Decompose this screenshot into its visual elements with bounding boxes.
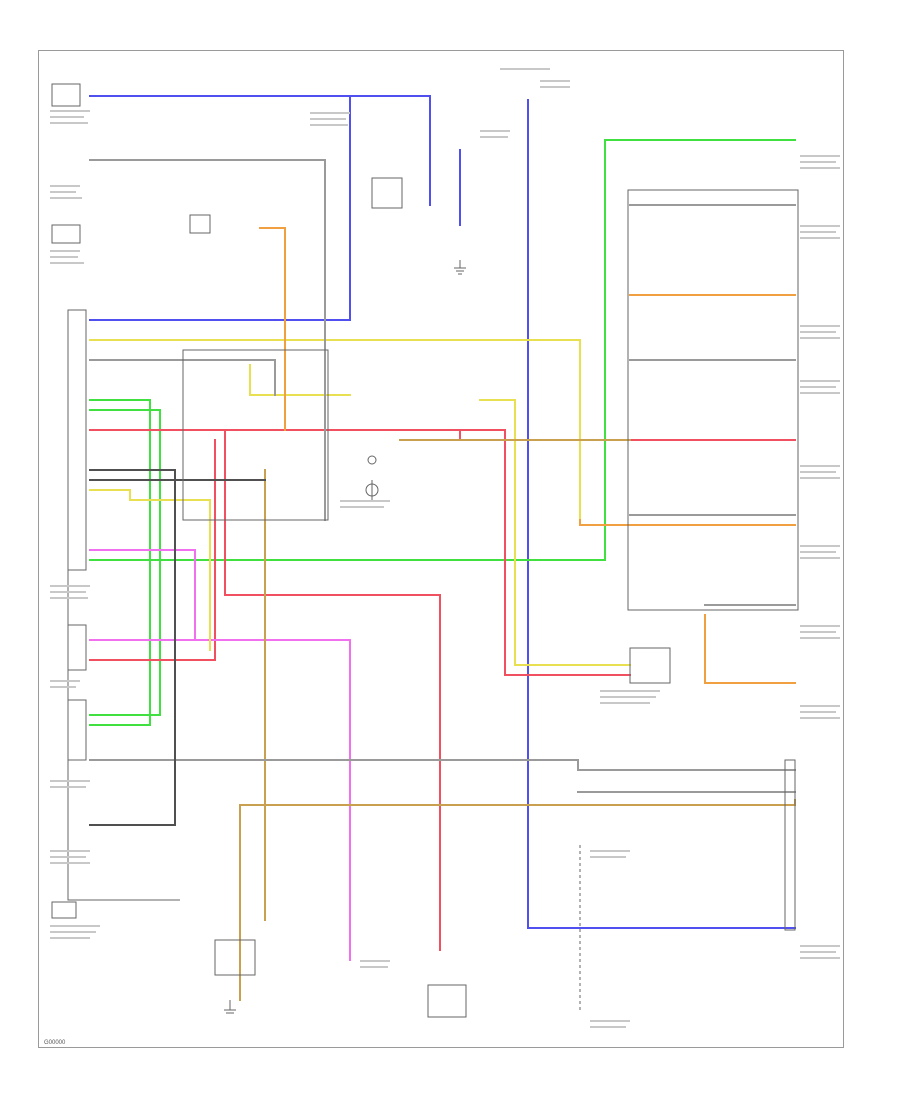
wire-yellow-b	[249, 364, 351, 396]
wire-red-right	[459, 429, 631, 676]
wire-green-a	[89, 399, 151, 726]
wire-orange-a	[259, 227, 286, 431]
bracket-left	[67, 500, 180, 901]
ecm-connector-right	[182, 349, 329, 521]
switch-box-icon	[51, 83, 81, 919]
wire-tan-b	[239, 799, 796, 806]
wire-green-b	[89, 409, 161, 716]
wire-blue-top	[89, 95, 431, 206]
wire-gray-b	[89, 759, 796, 771]
ground-icon	[224, 260, 466, 1014]
wire-gray-a	[89, 159, 326, 521]
wire-pink-a	[89, 549, 196, 641]
relay-icon	[189, 177, 671, 1018]
wires	[89, 95, 796, 1001]
wire-yellow-a	[89, 339, 581, 521]
connector-outlines	[67, 189, 799, 1010]
wire-red-lower	[89, 439, 216, 661]
wire-yellow-c	[89, 489, 211, 651]
right-module-box	[627, 189, 799, 611]
wire-pink-b	[194, 639, 351, 961]
label-marks	[50, 68, 840, 1028]
lower-connector-right	[67, 699, 87, 761]
wire-dark-a	[89, 469, 176, 826]
wire-orange-c	[579, 519, 796, 526]
wire-blue-long	[527, 99, 796, 929]
wire-red-main	[89, 429, 796, 441]
wire-gray-d	[89, 359, 276, 396]
wire-green-long	[89, 139, 796, 561]
wire-red-down	[224, 429, 441, 951]
figure-id: G00000	[44, 1040, 66, 1046]
wire-blue-left	[89, 95, 351, 321]
diagram-frame	[38, 50, 844, 1048]
wire-orange-d	[704, 614, 796, 684]
wire-yellow-d	[479, 399, 631, 666]
lower-connector-box	[67, 624, 87, 671]
right-connector-strip	[784, 759, 796, 931]
ecm-connector-box	[67, 309, 87, 571]
